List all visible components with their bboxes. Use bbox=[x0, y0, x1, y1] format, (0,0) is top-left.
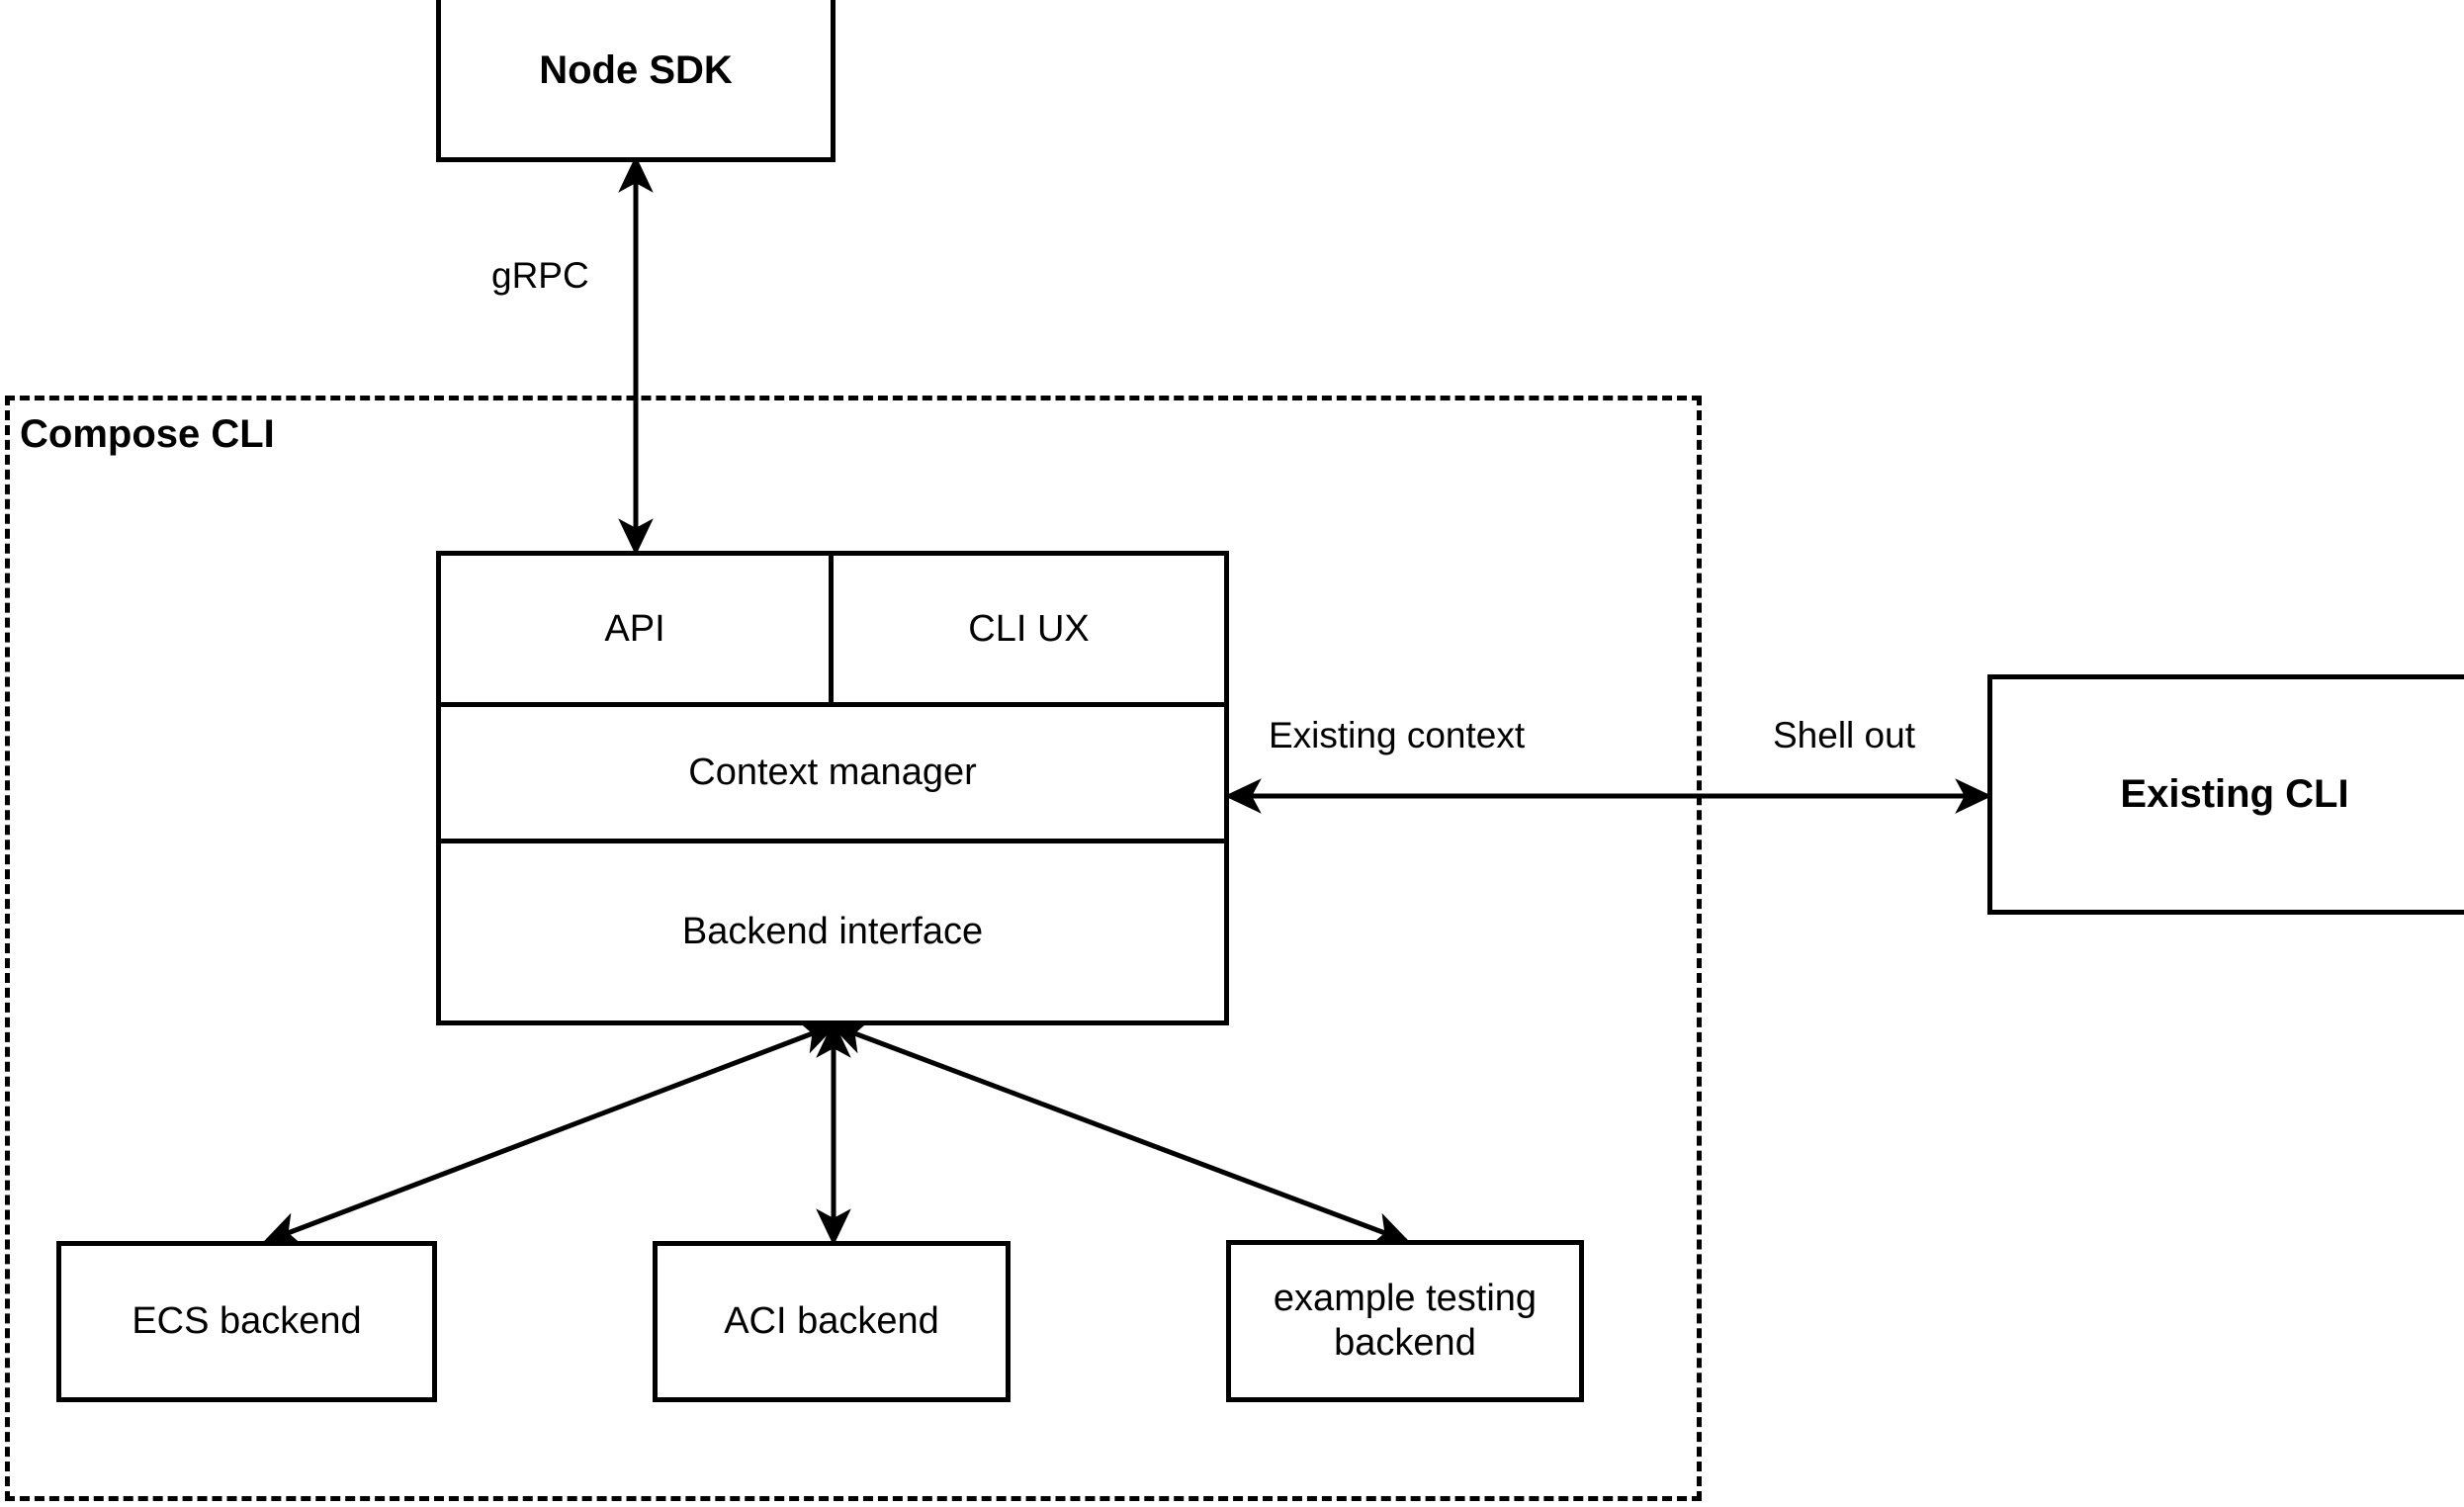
cli-ux-label: CLI UX bbox=[968, 607, 1090, 650]
cli-ux-cell[interactable]: CLI UX bbox=[834, 556, 1224, 702]
edge-label-grpc: gRPC bbox=[491, 255, 589, 296]
backend-interface-cell[interactable]: Backend interface bbox=[441, 843, 1224, 1020]
aci-backend-box[interactable]: ACI backend bbox=[653, 1241, 1011, 1402]
edge-backend-ecs-line bbox=[262, 1020, 838, 1246]
backend-interface-label: Backend interface bbox=[681, 911, 984, 953]
edge-label-shell-out: Shell out bbox=[1773, 715, 1915, 755]
group-compose-cli: Compose CLI bbox=[5, 396, 1702, 1501]
example-testing-backend-box[interactable]: example testing backend bbox=[1226, 1240, 1584, 1402]
stack-row-api-cliux: API CLI UX bbox=[441, 556, 1224, 707]
group-compose-cli-label: Compose CLI bbox=[20, 412, 275, 456]
context-manager-cell[interactable]: Context manager bbox=[441, 707, 1224, 843]
backend-interface-inner: Backend interface bbox=[441, 910, 1224, 954]
node-sdk-label: Node SDK bbox=[539, 48, 733, 93]
aci-backend-label: ACI backend bbox=[724, 1300, 939, 1343]
api-cell[interactable]: API bbox=[441, 556, 834, 702]
existing-cli-label: Existing CLI bbox=[2120, 771, 2349, 816]
compose-cli-stack: API CLI UX Context manager Backend inter… bbox=[436, 551, 1229, 1025]
example-testing-backend-label: example testing backend bbox=[1273, 1278, 1538, 1364]
edge-label-existing-context: Existing context bbox=[1269, 715, 1526, 755]
node-sdk-box[interactable]: Node SDK bbox=[436, 0, 836, 162]
api-label: API bbox=[604, 607, 665, 650]
context-manager-label: Context manager bbox=[688, 752, 977, 794]
ecs-backend-box[interactable]: ECS backend bbox=[56, 1241, 437, 1402]
edge-backend-example-testing-line bbox=[829, 1019, 1411, 1247]
existing-cli-box[interactable]: Existing CLI bbox=[1987, 674, 2464, 915]
ecs-backend-label: ECS backend bbox=[132, 1300, 362, 1343]
context-manager-inner: Context manager bbox=[441, 751, 1224, 795]
